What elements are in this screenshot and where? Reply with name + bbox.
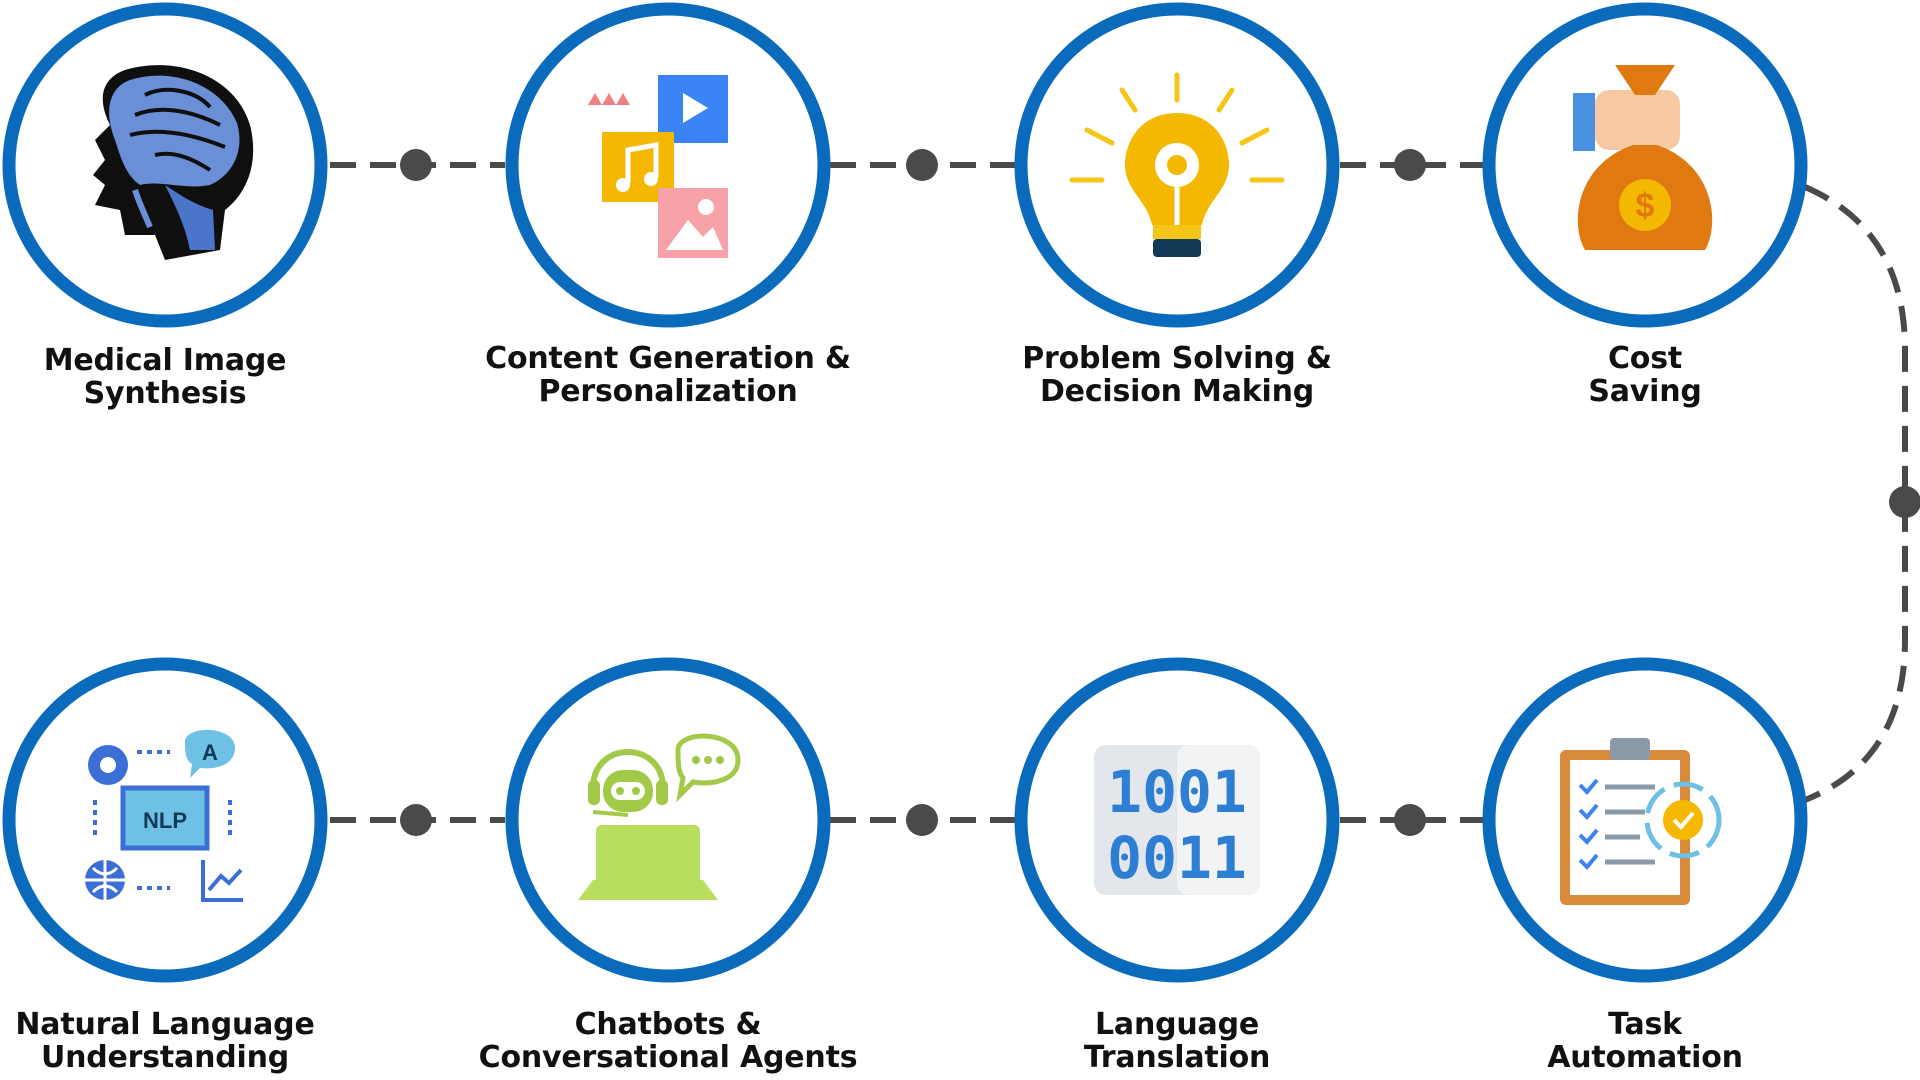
label-line: Decision Making (1039, 374, 1315, 409)
chatbot-icon (578, 733, 741, 900)
label-line: Understanding (40, 1040, 290, 1075)
binary-top: 1001 (1107, 758, 1247, 826)
label-line: Natural Language (15, 1007, 315, 1042)
label-line: Personalization (538, 374, 798, 409)
step-label-task-automation: Task Automation (1415, 1008, 1875, 1074)
step-label-chatbots: Chatbots & Conversational Agents (438, 1008, 898, 1074)
step-label-content-generation: Content Generation & Personalization (438, 342, 898, 408)
label-line: Synthesis (83, 376, 247, 411)
step-label-natural-language-understanding: Natural Language Understanding (0, 1008, 395, 1074)
media-content-icon (588, 75, 728, 258)
brain-scan-icon (93, 65, 254, 260)
money-bag-icon: $ (1573, 65, 1713, 250)
binary-code-icon: 1001 0011 (1094, 745, 1260, 895)
step-rings (2, 2, 1808, 983)
label-line: Translation (1083, 1040, 1271, 1075)
step-label-cost-saving: Cost Saving (1415, 342, 1875, 408)
label-line: Saving (1588, 374, 1702, 409)
dollar-sign: $ (1636, 187, 1655, 225)
label-line: Medical Image (43, 343, 287, 378)
label-line: Conversational Agents (478, 1040, 858, 1075)
binary-bottom: 0011 (1107, 824, 1247, 892)
step-label-problem-solving: Problem Solving & Decision Making (947, 342, 1407, 408)
label-line: Chatbots & (574, 1007, 762, 1042)
letter-a: A (202, 740, 218, 765)
nlp-chip-icon: A NLP (85, 729, 243, 902)
clipboard-gear-icon (1560, 738, 1722, 905)
lightbulb-gear-icon (1069, 72, 1285, 257)
label-line: Problem Solving & (1022, 341, 1332, 376)
nlp-text: NLP (143, 808, 187, 833)
label-line: Language (1094, 1007, 1259, 1042)
label-line: Content Generation & (485, 341, 851, 376)
label-line: Task (1608, 1007, 1682, 1042)
label-line: Automation (1547, 1040, 1743, 1075)
connector-dots (400, 149, 1920, 836)
label-line: Cost (1607, 341, 1683, 376)
step-label-language-translation: Language Translation (947, 1008, 1407, 1074)
step-label-medical-image-synthesis: Medical Image Synthesis (0, 344, 395, 410)
